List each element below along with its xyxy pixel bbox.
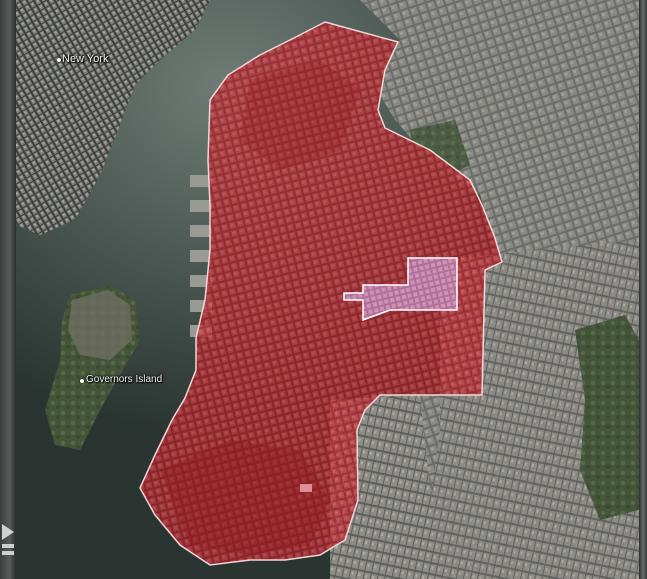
manhattan-land <box>16 0 210 235</box>
primary-area-shading <box>160 440 330 555</box>
governors-island-buildings <box>68 290 132 360</box>
primary-area-shading-north <box>240 60 360 170</box>
right-panel-edge <box>639 0 647 579</box>
navigation-control[interactable] <box>0 520 16 560</box>
park-area <box>575 315 639 520</box>
highlighted-area-primary[interactable] <box>139 21 503 566</box>
new-york-marker-icon <box>57 58 61 62</box>
left-panel-edge <box>0 0 16 579</box>
label-governors-island[interactable]: Governors Island <box>86 374 163 385</box>
compass-icon <box>2 524 14 555</box>
highlight-marker <box>300 484 312 492</box>
label-new-york[interactable]: New York <box>62 53 109 65</box>
governors-island-marker-icon <box>80 379 84 383</box>
highlighted-area-secondary[interactable] <box>343 257 458 322</box>
